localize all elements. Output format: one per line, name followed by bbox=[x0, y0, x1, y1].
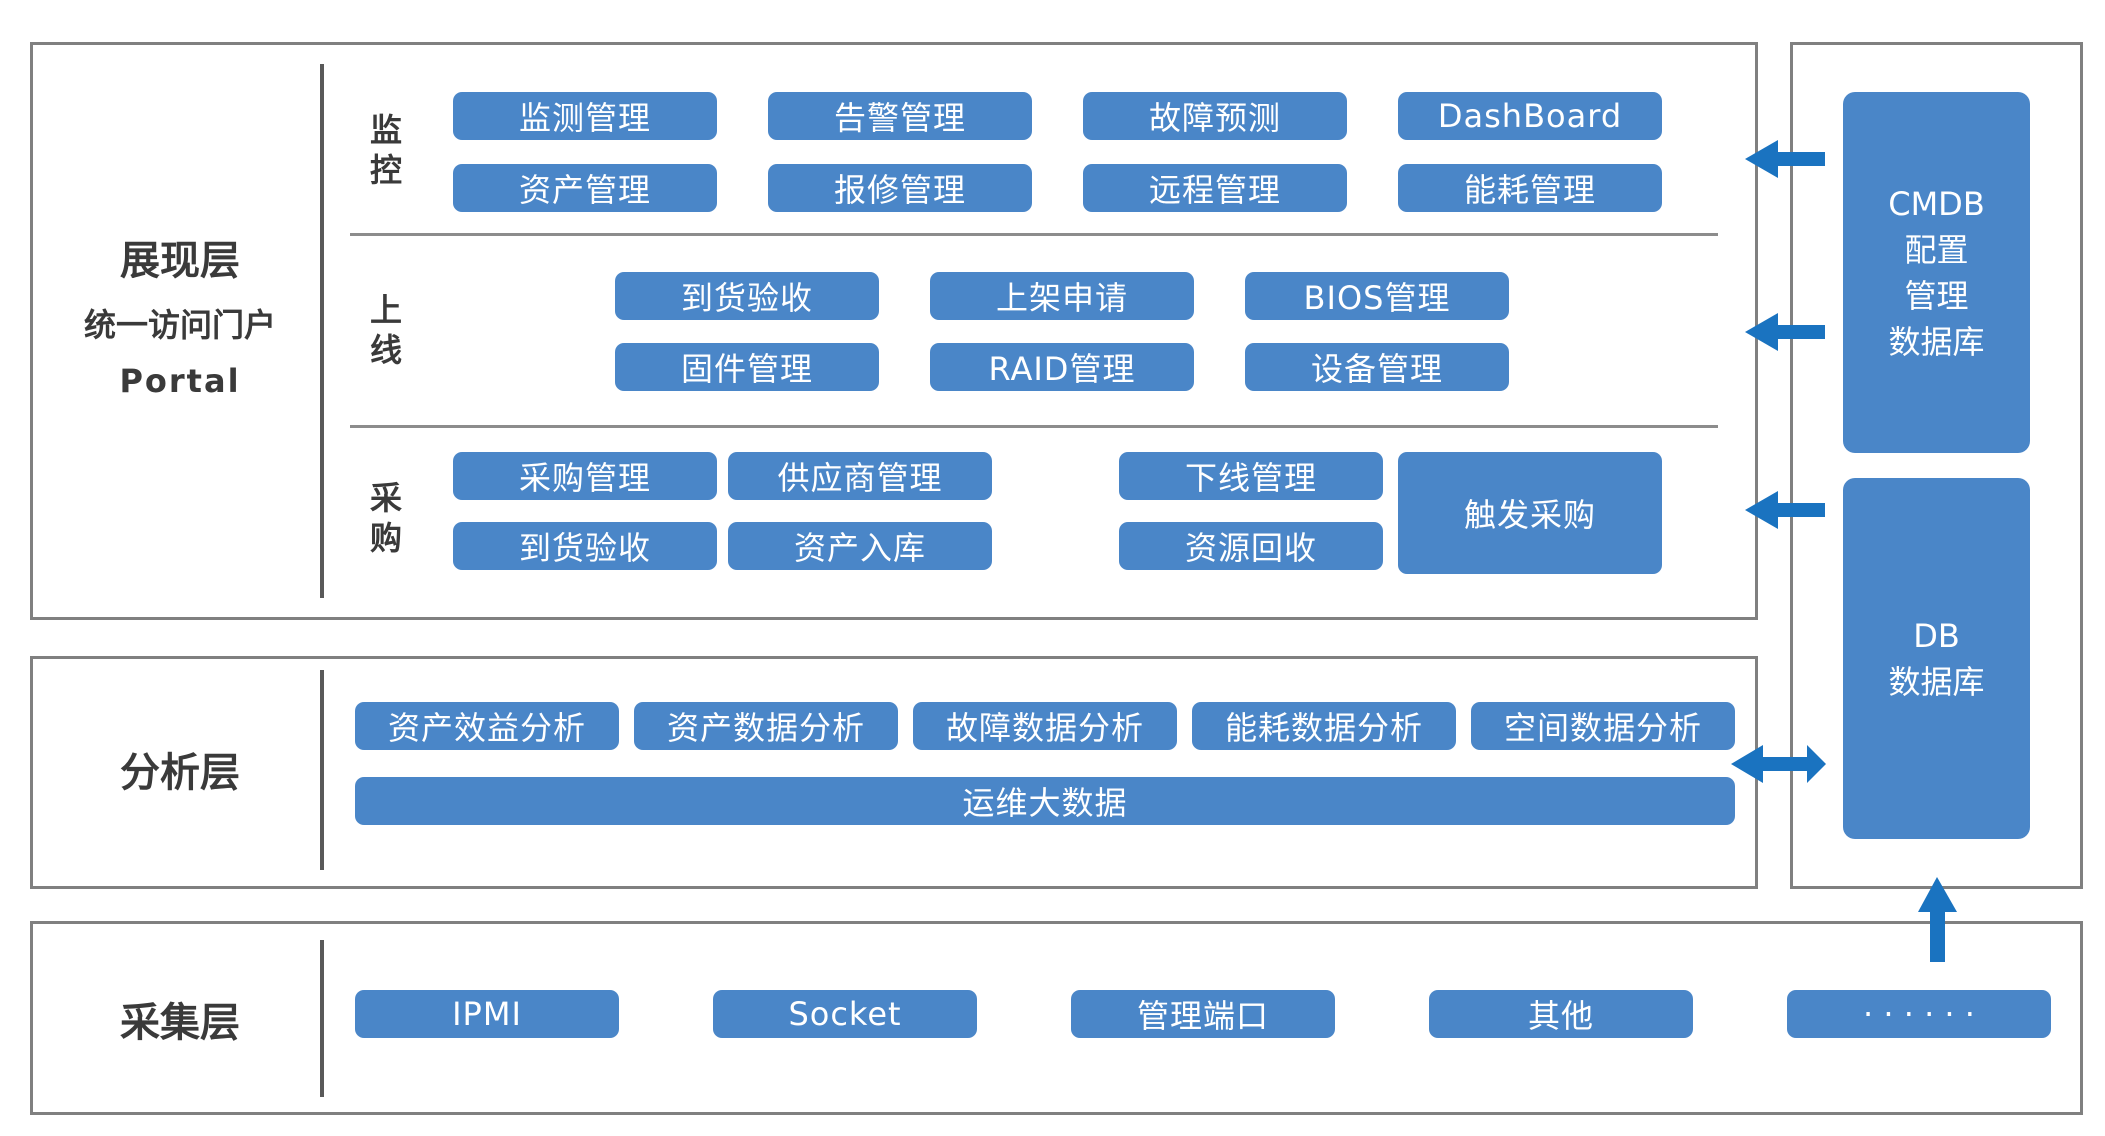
collection-layer-title: 采集层 bbox=[120, 1000, 240, 1046]
module-raid[interactable]: RAID管理 bbox=[930, 343, 1194, 391]
module-monitoring[interactable]: 监测管理 bbox=[453, 92, 717, 140]
module-arrival-acceptance[interactable]: 到货验收 bbox=[615, 272, 879, 320]
db-database[interactable]: DB 数据库 bbox=[1843, 478, 2030, 839]
module-offline[interactable]: 下线管理 bbox=[1119, 452, 1383, 500]
module-procurement[interactable]: 采购管理 bbox=[453, 452, 717, 500]
module-remote[interactable]: 远程管理 bbox=[1083, 164, 1347, 212]
module-firmware[interactable]: 固件管理 bbox=[615, 343, 879, 391]
presentation-layer-title: 展现层 bbox=[120, 238, 240, 284]
db-line: DB bbox=[1913, 616, 1960, 655]
module-rack-request[interactable]: 上架申请 bbox=[930, 272, 1194, 320]
collect-more[interactable]: · · · · · · bbox=[1787, 990, 2051, 1038]
section-label-purchase: 采 购 bbox=[366, 478, 406, 558]
analysis-asset-data[interactable]: 资产数据分析 bbox=[634, 702, 898, 750]
section-label-char: 控 bbox=[369, 151, 402, 189]
analysis-space-data[interactable]: 空间数据分析 bbox=[1471, 702, 1735, 750]
section-label-char: 监 bbox=[369, 111, 402, 149]
section-divider-2 bbox=[350, 425, 1718, 428]
module-resource-recycle[interactable]: 资源回收 bbox=[1119, 522, 1383, 570]
section-label-char: 购 bbox=[369, 519, 402, 557]
collection-divider bbox=[320, 940, 324, 1097]
analysis-divider bbox=[320, 670, 324, 870]
arrow-left-online bbox=[1745, 313, 1825, 351]
module-bios[interactable]: BIOS管理 bbox=[1245, 272, 1509, 320]
section-divider-1 bbox=[350, 233, 1718, 236]
db-line: 数据库 bbox=[1888, 662, 1985, 701]
arrow-bidirectional-analysis bbox=[1731, 745, 1826, 783]
section-label-online: 上 线 bbox=[366, 290, 406, 370]
cmdb-database[interactable]: CMDB 配置 管理 数据库 bbox=[1843, 92, 2030, 453]
collect-ipmi[interactable]: IPMI bbox=[355, 990, 619, 1038]
arrow-left-monitor bbox=[1745, 140, 1825, 178]
analysis-asset-benefit[interactable]: 资产效益分析 bbox=[355, 702, 619, 750]
module-asset-warehousing[interactable]: 资产入库 bbox=[728, 522, 992, 570]
module-repair[interactable]: 报修管理 bbox=[768, 164, 1032, 212]
module-dashboard[interactable]: DashBoard bbox=[1398, 92, 1662, 140]
analysis-layer-frame bbox=[30, 656, 1758, 889]
presentation-layer-subtitle: 统一访问门户 bbox=[83, 306, 276, 344]
module-trigger-purchase[interactable]: 触发采购 bbox=[1398, 452, 1662, 574]
module-asset[interactable]: 资产管理 bbox=[453, 164, 717, 212]
module-fault-prediction[interactable]: 故障预测 bbox=[1083, 92, 1347, 140]
module-alarm[interactable]: 告警管理 bbox=[768, 92, 1032, 140]
cmdb-line: 数据库 bbox=[1888, 322, 1985, 361]
collect-socket[interactable]: Socket bbox=[713, 990, 977, 1038]
section-label-char: 上 bbox=[369, 291, 402, 329]
module-arrival-acceptance-2[interactable]: 到货验收 bbox=[453, 522, 717, 570]
presentation-divider bbox=[320, 64, 324, 598]
section-label-monitor: 监 控 bbox=[366, 110, 406, 190]
analysis-energy-data[interactable]: 能耗数据分析 bbox=[1192, 702, 1456, 750]
arrow-up-collection bbox=[1918, 877, 1957, 962]
section-label-char: 线 bbox=[369, 331, 402, 369]
section-label-char: 采 bbox=[369, 479, 402, 517]
analysis-layer-title: 分析层 bbox=[120, 750, 240, 796]
presentation-layer-portal: Portal bbox=[119, 362, 241, 400]
collect-management-port[interactable]: 管理端口 bbox=[1071, 990, 1335, 1038]
module-energy[interactable]: 能耗管理 bbox=[1398, 164, 1662, 212]
cmdb-line: CMDB bbox=[1888, 184, 1985, 223]
module-device[interactable]: 设备管理 bbox=[1245, 343, 1509, 391]
module-supplier[interactable]: 供应商管理 bbox=[728, 452, 992, 500]
analysis-fault-data[interactable]: 故障数据分析 bbox=[913, 702, 1177, 750]
collect-other[interactable]: 其他 bbox=[1429, 990, 1693, 1038]
arrow-left-purchase bbox=[1745, 491, 1825, 529]
cmdb-line: 管理 bbox=[1904, 276, 1969, 315]
ops-big-data-bar[interactable]: 运维大数据 bbox=[355, 777, 1735, 825]
cmdb-line: 配置 bbox=[1904, 230, 1969, 269]
